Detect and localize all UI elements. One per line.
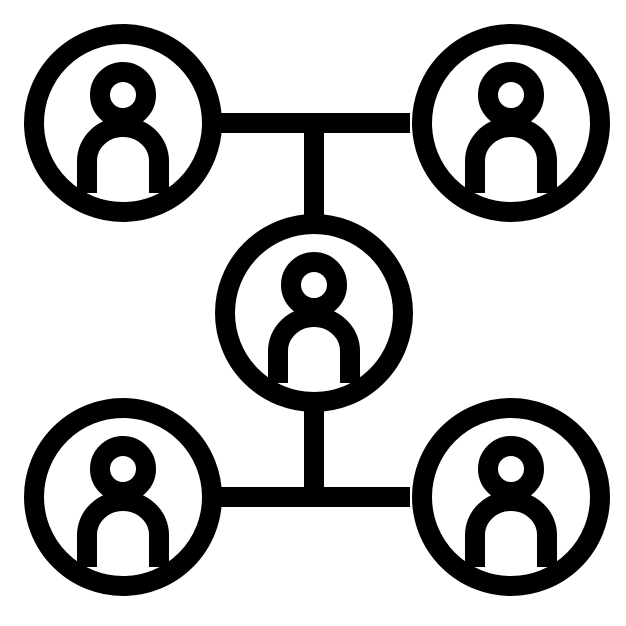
person-body-icon — [77, 491, 169, 567]
person-body-icon — [465, 117, 557, 193]
top-left-person-node — [24, 24, 222, 222]
person-nodes — [24, 24, 610, 596]
person-body-icon — [465, 491, 557, 567]
top-right-person-node — [412, 24, 610, 222]
connector-lines — [218, 113, 410, 507]
person-body-icon — [77, 117, 169, 193]
bottom-right-person-node — [412, 398, 610, 596]
center-person-node — [215, 214, 413, 412]
person-body-icon — [268, 307, 360, 383]
bottom-left-person-node — [24, 398, 222, 596]
